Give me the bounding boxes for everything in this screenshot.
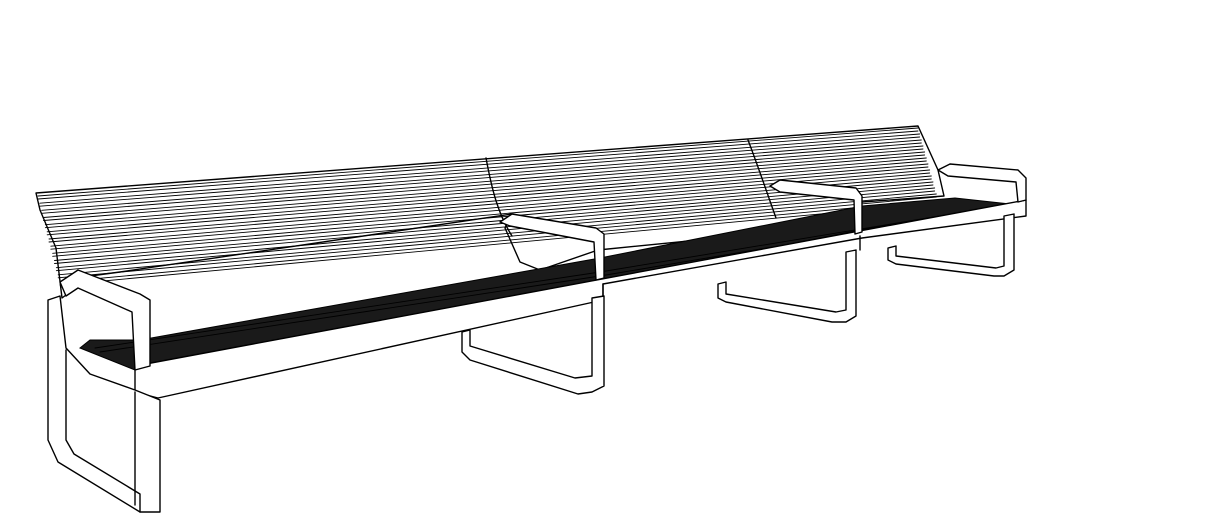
- backrest-slat-edge: [39, 136, 921, 207]
- leg-1: [461, 295, 605, 395]
- backrest-slat-edge: [44, 154, 926, 229]
- backrest-slat-edge: [55, 190, 936, 272]
- backrest-slat: [54, 181, 934, 261]
- backrest-slat: [37, 127, 919, 197]
- backrest-divider-1: [485, 157, 513, 237]
- left-end-leg: [47, 295, 161, 513]
- backrest-slat-edge: [46, 160, 927, 236]
- middle-armrest-1: [499, 213, 605, 281]
- backrest-slat-edge: [59, 202, 939, 286]
- leg-3: [887, 213, 1015, 277]
- backrest-slat-edge: [43, 148, 924, 221]
- backrest-slat: [55, 187, 936, 269]
- backrest-slat-edge: [41, 142, 922, 214]
- backrest: [35, 125, 945, 299]
- backrest-slat: [41, 139, 922, 211]
- backrest-divider-2: [747, 139, 777, 219]
- middle-armrest-2: [769, 179, 863, 235]
- backrest-slat-edge: [57, 196, 937, 279]
- backrest-slat: [39, 133, 921, 204]
- backrest-slat: [59, 199, 939, 283]
- left-armrest: [59, 269, 151, 371]
- backrest-slat: [44, 151, 926, 226]
- backrest-slat: [57, 193, 937, 276]
- right-armrest: [937, 163, 1027, 203]
- backrest-slat-edge: [37, 130, 919, 200]
- backrest-slat: [48, 163, 929, 240]
- backrest-slat: [43, 145, 924, 218]
- leg-2: [717, 249, 857, 323]
- backrest-slat-edge: [54, 184, 934, 264]
- backrest-slat: [46, 157, 927, 233]
